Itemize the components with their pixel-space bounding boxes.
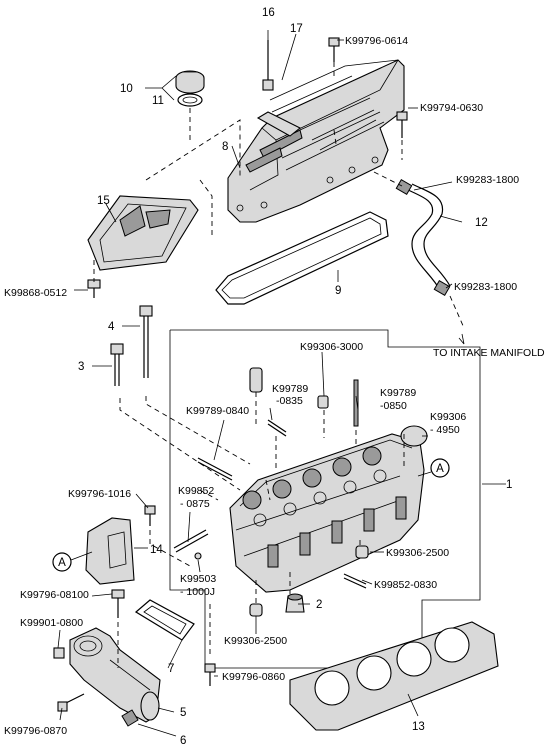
- code-k99306-4950-line1: K99306: [430, 411, 466, 423]
- breather-hose: [395, 178, 451, 297]
- part-label-10: 10: [120, 83, 133, 95]
- part-label-3: 3: [78, 361, 84, 373]
- part-label-5: 5: [180, 707, 186, 719]
- thermostat: [121, 709, 139, 727]
- code-k99852-0830: K99852-0830: [374, 579, 437, 591]
- part-label-14: 14: [150, 544, 163, 556]
- code-k99789-0835-line2: -0835: [276, 395, 303, 407]
- part-label-11: 11: [152, 95, 164, 107]
- cover-gasket: [215, 211, 389, 305]
- oil-filler-cap-seal: [177, 93, 203, 107]
- part-label-1: 1: [506, 479, 512, 491]
- leader-lines: [57, 30, 506, 737]
- water-outlet-gasket: [134, 599, 195, 641]
- code-k99503-1000j-line1: K99503: [180, 573, 216, 585]
- small-bolts: [53, 37, 408, 712]
- cylinder-head-cover: [227, 59, 405, 223]
- intake-manifold-annotation: TO INTAKE MANIFOLD: [433, 347, 545, 359]
- part-code-labels: K99796-0614 K99794-0630 K99283-1800 K992…: [4, 35, 519, 737]
- baffle-plate: [256, 111, 302, 137]
- annotation-arrow: [458, 333, 465, 345]
- code-k99794-0630: K99794-0630: [420, 102, 483, 114]
- oil-filler-cap: [175, 70, 205, 94]
- part-label-8: 8: [222, 141, 228, 153]
- code-k99796-0860: K99796-0860: [222, 671, 285, 683]
- part-label-16: 16: [262, 7, 275, 19]
- part-label-15: 15: [97, 195, 110, 207]
- water-outlet-pipe: [69, 627, 161, 723]
- code-k99306-2500-bottom: K99306-2500: [224, 635, 287, 647]
- part-label-7: 7: [168, 663, 174, 675]
- code-k99852-0875-line2: - 0875: [180, 498, 210, 510]
- code-k99868-0512: K99868-0512: [4, 287, 67, 299]
- part-label-6: 6: [180, 735, 186, 747]
- code-k99901-0800: K99901-0800: [20, 617, 83, 629]
- cylinder-head: [229, 433, 425, 593]
- code-k99789-0850-line2: -0850: [380, 400, 407, 412]
- code-k99503-1000j-line2: - 1000J: [180, 586, 215, 598]
- side-cover-plate: [85, 517, 135, 585]
- code-k99852-0875-line1: K99852: [178, 485, 214, 497]
- head-bolts: [110, 305, 153, 386]
- code-k99796-08100: K99796-08100: [20, 589, 89, 601]
- reference-marker-a-left: A: [52, 551, 93, 572]
- code-k99306-2500-right: K99306-2500: [386, 547, 449, 559]
- part-label-12: 12: [475, 217, 488, 229]
- cylinder-head-assembly-frame: [169, 329, 481, 669]
- part-label-13: 13: [412, 721, 425, 733]
- marker-a-right-label: A: [436, 463, 444, 475]
- code-k99283-1800-upper: K99283-1800: [456, 174, 519, 186]
- code-k99306-4950-line2: - 4950: [430, 424, 460, 436]
- head-gasket: [289, 621, 499, 731]
- part-label-2: 2: [316, 599, 322, 611]
- reference-marker-a-right: A: [417, 458, 450, 478]
- part-number-labels: 1 2 3 4 5 6 7 8 9 10 11 12 13 14 15 16 1…: [78, 7, 512, 747]
- marker-a-left-label: A: [58, 557, 66, 569]
- code-k99796-0870: K99796-0870: [4, 725, 67, 737]
- code-k99283-1800-lower: K99283-1800: [454, 281, 517, 293]
- code-k99789-0835-line1: K99789: [272, 383, 308, 395]
- alignment-dashed-lines: [93, 62, 465, 668]
- code-k99789-0840: K99789-0840: [186, 405, 249, 417]
- part-label-4: 4: [108, 321, 115, 333]
- code-k99306-3000: K99306-3000: [300, 341, 363, 353]
- oil-separator: [87, 195, 199, 271]
- part-label-17: 17: [290, 23, 303, 35]
- code-k99796-1016: K99796-1016: [68, 488, 131, 500]
- part-label-9: 9: [335, 285, 341, 297]
- code-k99789-0850-line1: K99789: [380, 387, 416, 399]
- cylinder-head-small-parts: [173, 367, 428, 617]
- code-k99796-0614: K99796-0614: [345, 35, 408, 47]
